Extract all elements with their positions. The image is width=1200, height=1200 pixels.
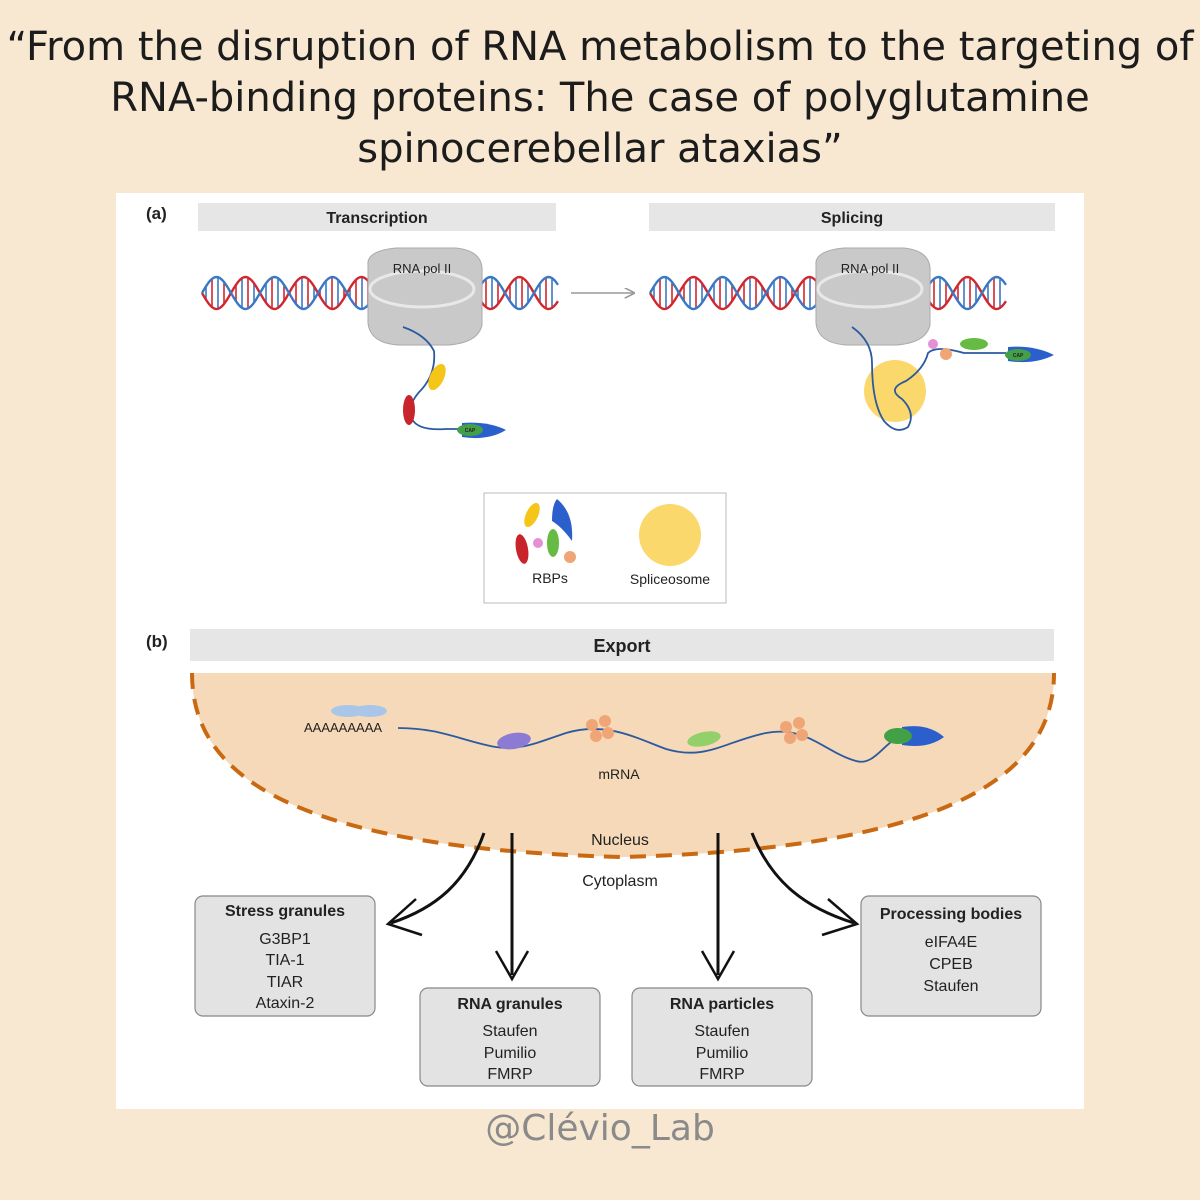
cap-left-label: CAP [465,428,476,434]
author-handle: @Clévio_Lab [485,1108,715,1149]
polya-tail-label: AAAAAAAAA [304,720,382,735]
dna-strand-red [922,275,1007,311]
rbp-pink-right [928,339,938,349]
dna-strand-blue [474,275,559,311]
stress-granules-item: G3BP1 [259,931,311,948]
dna-strand-red [474,275,559,311]
processing-bodies-item: CPEB [929,956,973,973]
legend-rbp-orange [564,551,576,563]
dna-helix-right [648,275,1007,311]
export-arrow-rna-granules [494,833,530,982]
figure-svg: (a) Transcription Splicing RNA pol II RN… [146,203,1056,1087]
rna-pol-ii-left: RNA pol II [367,247,483,346]
rbp-yellow-left [428,363,446,391]
rna-pol-ii-right-label: RNA pol II [841,261,900,276]
dna-strand-blue [922,275,1007,311]
rbp-orange-cluster-1 [586,715,614,742]
rbp-orange-cluster-2 [780,717,808,744]
legend-rbp-pink [533,538,543,548]
rna-particles-box: RNA particles Staufen Pumilio FMRP [631,987,813,1087]
rna-pol-ii-right: RNA pol II [815,247,931,346]
legend-spliceosome-circle [639,504,701,566]
rbp-green-mrna [687,731,721,747]
dna-helix-left [200,275,559,311]
export-arrow-rna-particles [700,833,736,982]
rna-particles-item: FMRP [699,1066,744,1083]
polya-binding-protein-2 [353,705,387,717]
rna-granules-box: RNA granules Staufen Pumilio FMRP [419,987,601,1087]
processing-bodies-title: Processing bodies [880,906,1022,923]
legend-rbp-green [547,529,559,557]
panel-b-label: (b) [146,632,168,651]
stress-granules-box: Stress granules G3BP1 TIA-1 TIAR Ataxin-… [194,895,376,1017]
nascent-rna-right [851,326,1006,431]
rna-granules-item: Pumilio [484,1045,537,1062]
stress-granules-item: TIA-1 [265,952,304,969]
rbp-green-right [960,338,988,350]
figure-panel: (a) Transcription Splicing RNA pol II RN… [116,193,1084,1109]
stress-granules-item: TIAR [267,974,303,991]
cap-green-mrna [884,728,912,744]
cap-green-left [457,424,483,436]
page-title: “From the disruption of RNA metabolism t… [6,24,1194,172]
dna-strand-blue [648,275,826,311]
splicing-header-bar [649,203,1055,231]
cap-green-right [1005,349,1031,361]
processing-bodies-item: eIFA4E [925,934,977,951]
nucleus-label: Nucleus [591,832,649,849]
legend-rbp-red [515,534,529,564]
cap-right-label: CAP [1013,353,1024,359]
nascent-rna-left [402,326,466,431]
rbp-purple-mrna [497,732,531,750]
rna-particles-item: Pumilio [696,1045,749,1062]
cytoplasm-label: Cytoplasm [582,873,658,890]
transcription-header: Transcription [326,210,427,227]
splicing-header: Splicing [821,210,883,227]
rbp-orange-right [940,348,952,360]
rna-granules-item: FMRP [487,1066,532,1083]
dna-strand-blue [200,275,378,311]
nucleus-region [192,673,1054,857]
transcription-header-bar [198,203,556,231]
legend-rbp-blue [552,499,573,541]
export-header-bar [190,629,1054,661]
panel-a-label: (a) [146,204,167,223]
processing-bodies-box: Processing bodies eIFA4E CPEB Staufen [860,895,1042,1017]
cap-blue-mrna [902,726,944,746]
mrna-label: mRNA [598,766,640,782]
export-header: Export [593,636,650,656]
nuclear-envelope [190,672,1056,860]
legend-rbps-label: RBPs [532,570,568,586]
legend-box: RBPs Spliceosome [483,492,727,604]
legend-rbp-yellow [524,502,540,528]
rbp-red-left [403,395,415,425]
processing-bodies-item: Staufen [923,978,978,995]
mrna-strand [397,727,916,763]
stress-granules-title: Stress granules [225,903,345,920]
export-arrow-stress-granules [385,832,486,937]
rna-granules-title: RNA granules [457,996,562,1013]
rna-pol-ii-left-label: RNA pol II [393,261,452,276]
stress-granules-item: Ataxin-2 [256,995,315,1012]
rna-particles-item: Staufen [694,1023,749,1040]
rna-granules-item: Staufen [482,1023,537,1040]
rna-particles-title: RNA particles [670,996,774,1013]
export-arrow-processing-bodies [750,832,860,937]
legend-spliceosome-label: Spliceosome [630,571,710,587]
